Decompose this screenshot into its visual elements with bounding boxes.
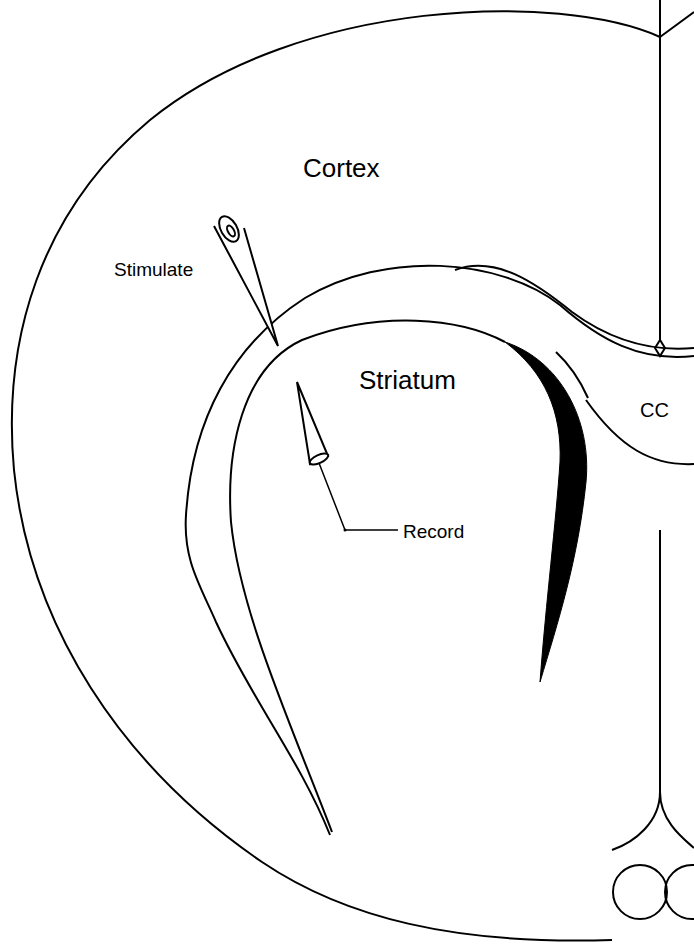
- white-matter-edge: [186, 266, 694, 835]
- striatum-boundary: [230, 321, 505, 832]
- optic-tract: [613, 865, 667, 919]
- hemisphere-outline: [12, 11, 660, 940]
- electrode-label: Stimulate: [114, 260, 193, 279]
- interhemispheric-fissure: [659, 37, 661, 340]
- lower-midline: [612, 530, 660, 850]
- lateral-ventricle: [505, 342, 587, 682]
- contralateral-edge: [660, 12, 694, 37]
- recording-pipette: [297, 382, 330, 467]
- optic-tract: [665, 865, 694, 919]
- region-label: Cortex: [303, 155, 380, 181]
- leader-line: [319, 463, 398, 530]
- leader-dot: [344, 529, 347, 532]
- stimulating-electrode: [214, 213, 278, 346]
- region-label: Striatum: [359, 367, 456, 393]
- electrode-end: [215, 213, 243, 245]
- lower-midline-right: [660, 792, 694, 848]
- pipette-cone: [297, 382, 328, 464]
- region-label: CC: [640, 400, 669, 420]
- callosum-lower-edge: [586, 400, 694, 464]
- electrode-bore: [225, 224, 236, 237]
- midline: [659, 0, 661, 37]
- electrode-shaft: [214, 226, 278, 346]
- electrode-label: Record: [403, 522, 464, 541]
